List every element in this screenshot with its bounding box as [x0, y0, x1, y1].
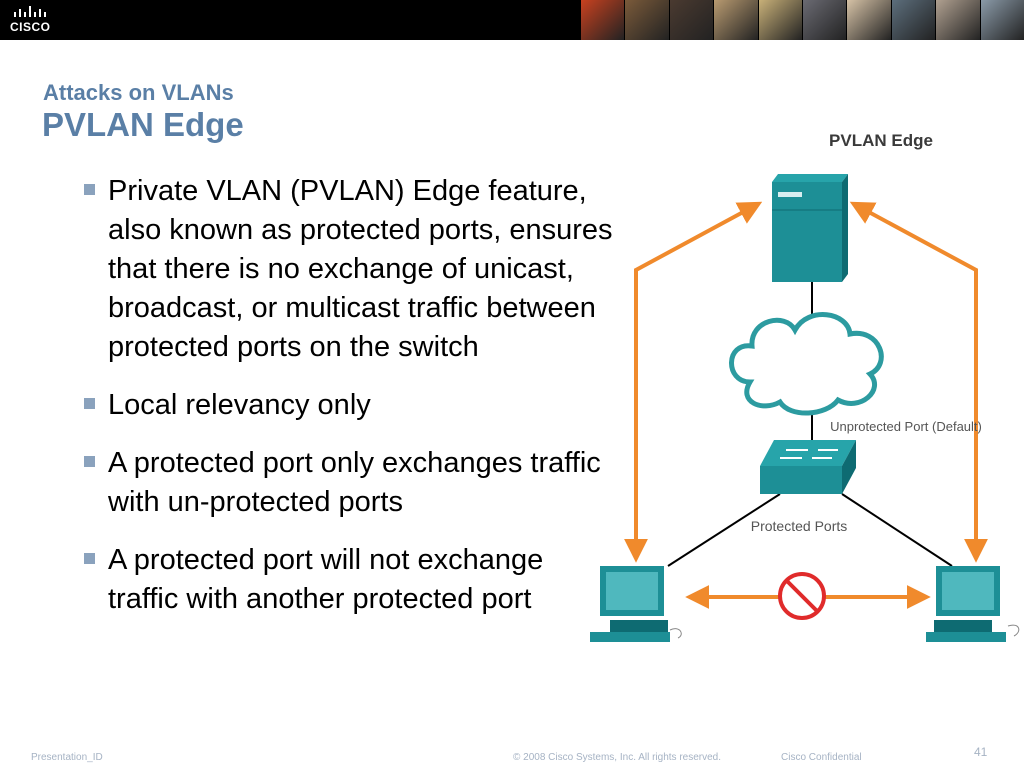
arrow-right-pc-server — [849, 201, 988, 563]
bullet-item: A protected port only exchanges traffic … — [84, 444, 614, 522]
bullet-text: A protected port will not exchange traff… — [108, 544, 544, 615]
copyright-notice: © 2008 Cisco Systems, Inc. All rights re… — [513, 752, 722, 763]
bullet-text: Local relevancy only — [108, 389, 371, 421]
protected-link-right — [841, 493, 953, 567]
bullet-list: Private VLAN (PVLAN) Edge feature, also … — [84, 172, 614, 638]
unprotected-port-label: Unprotected Port (Default) — [830, 419, 982, 434]
banner-photo — [713, 0, 758, 40]
bullet-marker-icon — [84, 456, 95, 467]
banner-photo — [846, 0, 891, 40]
top-banner: CISCO — [0, 0, 1024, 40]
no-entry-icon — [778, 572, 826, 620]
banner-photo — [890, 0, 936, 40]
bullet-item: A protected port will not exchange traff… — [84, 541, 614, 619]
bullet-marker-icon — [84, 553, 95, 564]
bullet-item: Local relevancy only — [84, 386, 614, 425]
slide-number: 41 — [974, 745, 988, 759]
cisco-logo: CISCO — [10, 5, 60, 35]
server-icon — [772, 174, 848, 282]
cisco-bars-icon — [14, 6, 46, 17]
arrow-left-pc-server — [624, 201, 763, 563]
presentation-id: Presentation_ID — [31, 752, 103, 763]
bullet-item: Private VLAN (PVLAN) Edge feature, also … — [84, 172, 614, 367]
pvlan-edge-diagram: PVLAN Edge Unprotected Port (Default) Pr… — [590, 131, 1020, 642]
bullet-marker-icon — [84, 398, 95, 409]
banner-photo — [979, 0, 1024, 40]
banner-photo — [624, 0, 669, 40]
slide-kicker: Attacks on VLANs — [43, 80, 234, 105]
pc-icon-left — [590, 566, 682, 642]
banner-photo — [580, 0, 625, 40]
confidential-notice: Cisco Confidential — [781, 752, 862, 763]
banner-photo — [757, 0, 803, 40]
cloud-icon — [729, 312, 884, 416]
pc-icon-right — [926, 566, 1020, 642]
photo-strip — [580, 0, 1024, 40]
switch-icon — [760, 440, 856, 494]
banner-photo — [668, 0, 714, 40]
bullet-text: Private VLAN (PVLAN) Edge feature, also … — [108, 175, 613, 363]
slide-title: PVLAN Edge — [42, 106, 244, 143]
logo-text: CISCO — [10, 20, 51, 34]
banner-photo — [802, 0, 847, 40]
bullet-text: A protected port only exchanges traffic … — [108, 447, 601, 518]
bullet-marker-icon — [84, 184, 95, 195]
protected-ports-label: Protected Ports — [751, 518, 848, 534]
diagram-title: PVLAN Edge — [829, 131, 933, 150]
banner-photo — [935, 0, 980, 40]
